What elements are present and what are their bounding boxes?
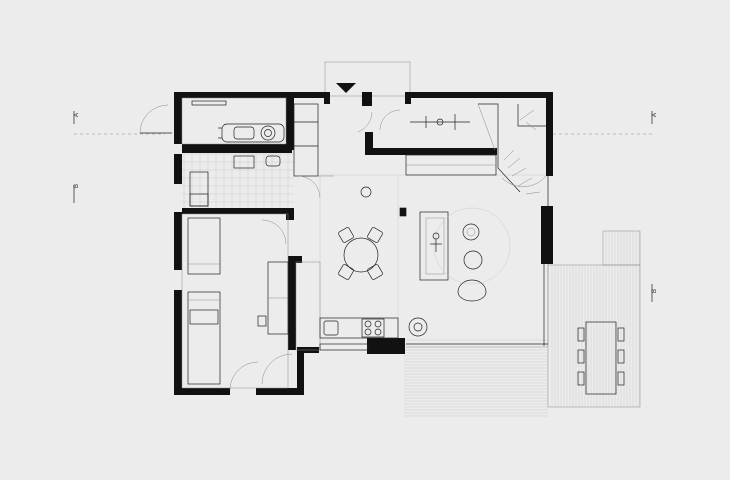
wall-south-west-2 xyxy=(256,388,304,395)
outdoor-dining xyxy=(577,321,625,395)
wall-north-west-return xyxy=(324,92,330,104)
bedroom-window-swing xyxy=(229,361,259,391)
entrance-canopy xyxy=(324,61,411,97)
wall-corridor-west xyxy=(365,132,373,154)
bathroom xyxy=(189,155,321,207)
section-label-b-left: B xyxy=(74,184,80,188)
car-icon xyxy=(218,123,285,143)
wall-north-east xyxy=(405,92,552,98)
bedroom-door-swing xyxy=(261,219,287,245)
garage-shelf xyxy=(191,100,227,106)
wall-south-jog xyxy=(297,347,304,395)
study-door-swing xyxy=(261,353,293,385)
section-line-b xyxy=(73,185,653,302)
wall-west-top xyxy=(174,92,182,144)
wall-bath-east-stub xyxy=(286,208,294,220)
kitchen-sink xyxy=(323,320,339,336)
entrance-arrow-icon xyxy=(336,83,356,93)
bathtub xyxy=(189,171,209,207)
garage-door-swing xyxy=(139,104,169,134)
wall-east-top xyxy=(546,92,553,176)
wall-garage-east xyxy=(286,98,294,150)
bathroom-tile-grid xyxy=(182,153,294,208)
rug xyxy=(433,207,511,285)
terrace-decking-lower xyxy=(404,349,548,417)
bicycle-icon xyxy=(410,114,470,130)
section-label-a-left: A xyxy=(74,113,80,117)
kitchen xyxy=(319,317,428,339)
desk-item xyxy=(257,315,267,327)
stool xyxy=(360,186,372,198)
dining-table xyxy=(338,186,383,280)
terrace-step xyxy=(602,230,641,266)
walls xyxy=(174,92,553,395)
wall-west-bottom xyxy=(174,290,182,394)
washbasin xyxy=(233,155,255,169)
outdoor-table xyxy=(585,321,617,395)
coffee-table xyxy=(463,250,483,270)
section-label-b-right: B xyxy=(652,289,658,293)
person-figure xyxy=(430,232,442,252)
wall-garage-south xyxy=(182,144,292,153)
wall-bath-south xyxy=(182,208,294,214)
door-frame-south xyxy=(319,343,369,351)
floor-zone-lines xyxy=(319,174,548,350)
wall-room-west-cap xyxy=(288,256,302,263)
garage xyxy=(139,100,401,143)
wardrobe-2 xyxy=(187,291,221,385)
bedside xyxy=(189,309,219,325)
terrace-decking xyxy=(551,231,640,407)
wall-corridor-north xyxy=(365,148,497,155)
staircase-icon xyxy=(477,103,547,195)
side-table xyxy=(462,223,480,241)
column-marker xyxy=(400,208,406,216)
section-label-a-right: A xyxy=(652,113,658,117)
glazing xyxy=(318,175,549,348)
wall-north-mid xyxy=(362,92,372,106)
bath-cabinet xyxy=(189,193,209,207)
wardrobe-1 xyxy=(187,217,221,275)
bath-door-swing xyxy=(297,175,321,199)
wall-west-lower xyxy=(174,212,182,270)
living-room xyxy=(399,207,511,302)
stair-handrail xyxy=(501,175,547,187)
cooktop xyxy=(361,318,385,338)
wall-south-kitchen xyxy=(367,338,405,354)
wall-south-west xyxy=(174,388,230,395)
wall-north-west xyxy=(174,92,329,98)
wall-east-mid xyxy=(541,206,553,264)
bedroom xyxy=(187,217,293,391)
entrance-door-swing xyxy=(379,109,401,131)
wall-room-west xyxy=(288,256,296,350)
sofa xyxy=(419,211,449,281)
armchair xyxy=(457,279,487,302)
toilet xyxy=(265,155,281,167)
wall-north-east-return xyxy=(405,92,411,104)
partition-lines xyxy=(181,97,497,389)
section-line-a xyxy=(73,111,653,135)
stove-round xyxy=(408,317,428,337)
kitchen-counter xyxy=(319,317,399,339)
corridor-door-swing xyxy=(357,111,373,133)
wall-west-mid xyxy=(174,154,182,184)
